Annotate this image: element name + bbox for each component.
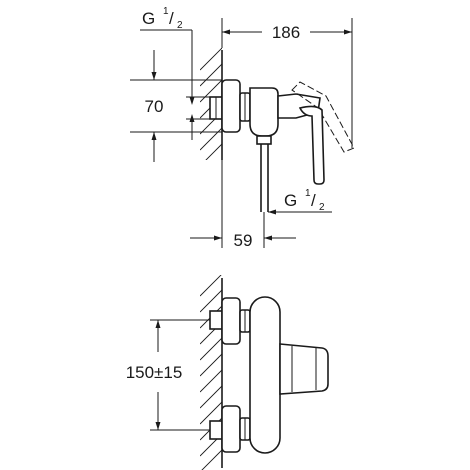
mixer-body: [249, 87, 279, 137]
mixer-body-front: [249, 296, 281, 454]
handle-front: [279, 343, 329, 395]
wall-hatching-bottom: [200, 275, 222, 470]
wall-to-outlet-value: 59: [234, 231, 253, 250]
thread-outlet-numerator: 1: [305, 188, 311, 199]
thread-top-denominator: 2: [177, 20, 183, 31]
eccentric-union: [221, 79, 241, 133]
upper-union: [221, 297, 241, 345]
thread-outlet-denominator: 2: [319, 202, 325, 213]
dim-inlet-centres: 150±15: [126, 319, 210, 431]
thread-top-letter: G: [142, 9, 155, 28]
side-view: [200, 48, 355, 212]
lower-union: [221, 405, 241, 453]
front-view: [200, 275, 329, 470]
dim-overall-depth: 186: [221, 18, 353, 148]
outlet-stub: [256, 135, 272, 145]
dim-thread-top: G 1 / 2: [140, 6, 195, 105]
thread-top-numerator: 1: [163, 6, 169, 17]
inlet-spacing-value: 70: [145, 97, 164, 116]
thread-outlet-letter: G: [284, 191, 297, 210]
dim-inlet-spacing: 70: [130, 50, 222, 162]
svg-text:/: /: [169, 9, 174, 28]
lever-handle: [298, 105, 325, 185]
dim-wall-to-outlet: 59: [190, 160, 296, 250]
upper-inlet-nipple: [209, 310, 223, 330]
inlet-centres-value: 150±15: [126, 363, 183, 382]
overall-depth-value: 186: [272, 23, 300, 42]
svg-text:/: /: [311, 191, 316, 210]
dim-thread-outlet: G 1 / 2: [268, 188, 332, 215]
lower-inlet-nipple: [209, 420, 223, 440]
